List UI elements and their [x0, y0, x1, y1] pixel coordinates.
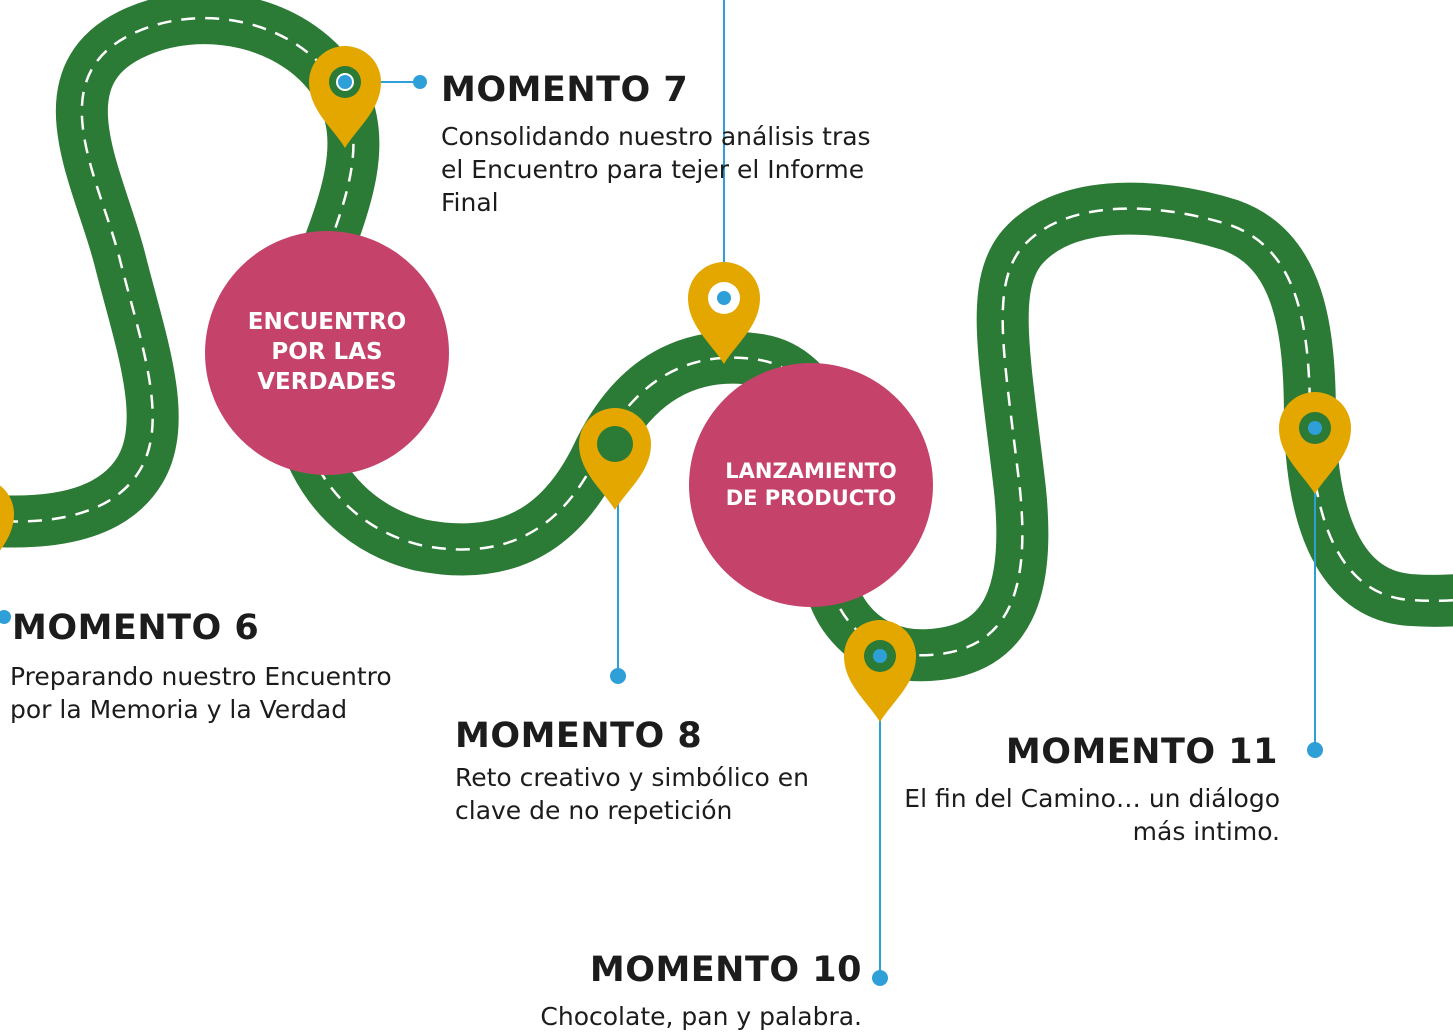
connector-m6-dot — [0, 610, 11, 624]
milestone-encuentro-label: ENCUENTRO POR LAS VERDADES — [247, 309, 407, 395]
connector-m7-dot — [413, 75, 427, 89]
milestone-circles — [205, 231, 933, 607]
moment-10-description: Chocolate, pan y palabra. — [540, 1002, 862, 1031]
connector-m10-dot — [872, 970, 888, 986]
moment-8-description: Reto creativo y simbólico en clave de no… — [455, 763, 809, 825]
moment-11-description: El fin del Camino… un diálogo más intimo… — [904, 784, 1280, 846]
pin-marker-icon — [844, 620, 916, 722]
pin-marker-icon — [579, 408, 651, 510]
location-pins — [0, 46, 1351, 722]
milestone-lanzamiento-label: LANZAMIENTO DE PRODUCTO — [725, 458, 897, 510]
pin-marker-icon — [0, 485, 14, 551]
moment-6-description: Preparando nuestro Encuentro por la Memo… — [10, 662, 392, 724]
connector-m11-dot — [1307, 742, 1323, 758]
milestone-encuentro-circle — [205, 231, 449, 475]
moment-6-title: MOMENTO 6 — [12, 608, 260, 648]
moment-7-description: Consolidando nuestro análisis tras el En… — [441, 122, 871, 217]
connector-m8-dot — [610, 668, 626, 684]
moment-7-title: MOMENTO 7 — [441, 70, 689, 110]
moment-10-title: MOMENTO 10 — [589, 950, 862, 990]
pin-marker-icon — [309, 46, 381, 148]
road-path — [0, 0, 1453, 682]
milestone-lanzamiento-circle — [689, 363, 933, 607]
pin-marker-icon — [688, 262, 760, 364]
pin-marker-icon — [1279, 392, 1351, 494]
moment-11-title: MOMENTO 11 — [1005, 732, 1278, 772]
moment-8-title: MOMENTO 8 — [455, 716, 703, 756]
